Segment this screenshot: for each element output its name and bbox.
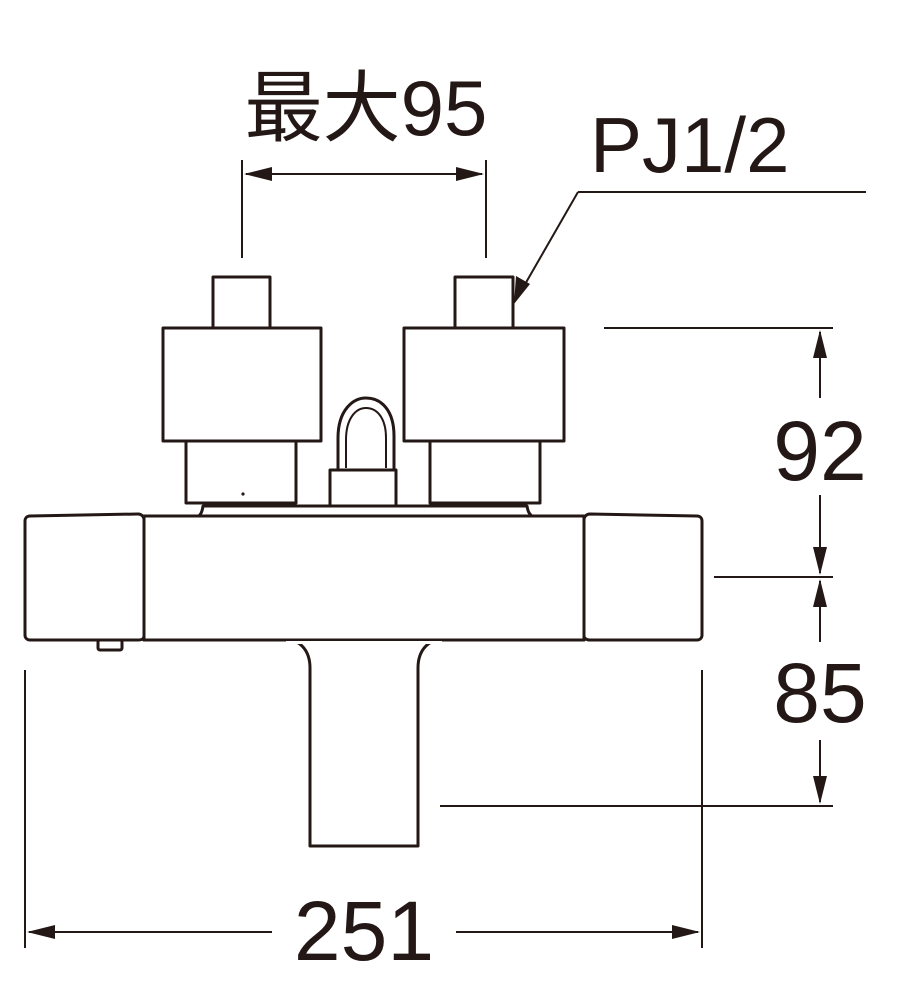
- dim-total-label: 251: [294, 884, 434, 978]
- left-handle: [23, 512, 146, 642]
- center-hook-inner: [345, 406, 387, 468]
- callout-thread-leader: [523, 191, 579, 287]
- left-handle-button: [96, 638, 124, 652]
- dim-max-pitch: 最大95: [241, 64, 488, 258]
- dim-upper-height: 92: [604, 327, 867, 578]
- right-inlet-stub: [453, 275, 515, 331]
- dim-upper-label: 92: [773, 404, 866, 498]
- right-union-nut: [402, 326, 566, 443]
- dim-lower-arrow-top: [813, 579, 827, 607]
- dim-lower-arrow-bottom: [813, 776, 827, 804]
- left-leg-dot: [241, 492, 245, 496]
- center-hook-base: [328, 468, 398, 509]
- callout-thread-arrow: [514, 276, 530, 304]
- dim-lower-height: 85: [440, 579, 867, 807]
- callout-thread-label: PJ1/2: [590, 101, 789, 189]
- callout-thread: PJ1/2: [514, 101, 866, 304]
- right-handle: [582, 512, 704, 642]
- left-inlet-stub: [211, 275, 272, 331]
- right-inlet-leg: [428, 439, 542, 505]
- left-union-nut: [161, 326, 323, 443]
- main-bar: [142, 514, 586, 642]
- dim-upper-arrow-top: [813, 330, 827, 358]
- dim-max-pitch-arrow-right: [456, 167, 484, 181]
- dim-lower-label: 85: [773, 646, 866, 740]
- center-spout: [282, 636, 446, 848]
- dim-upper-arrow-bottom: [813, 547, 827, 575]
- dim-total-arrow-right: [672, 925, 700, 939]
- dim-max-pitch-arrow-left: [244, 167, 272, 181]
- left-inlet-leg: [184, 439, 298, 505]
- dim-max-pitch-label: 最大95: [245, 64, 488, 152]
- dim-total-arrow-left: [27, 925, 55, 939]
- faucet-body: [23, 275, 704, 848]
- dim-total-width: 251: [24, 670, 703, 978]
